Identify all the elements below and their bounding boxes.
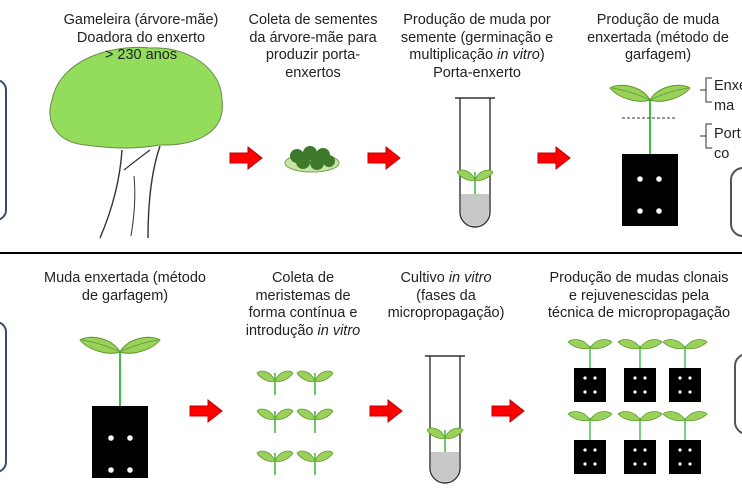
right-panel-edge-top xyxy=(730,167,742,237)
right-panel-edge-bottom xyxy=(734,354,742,434)
step2-label: Coleta de sementes da árvore-mãe para pr… xyxy=(248,12,378,81)
shoot-cluster xyxy=(256,370,334,476)
row2-step4-label: Produção de mudas clonais e rejuvenescid… xyxy=(547,270,731,321)
arrow-right-icon xyxy=(367,146,401,170)
arrow-right-icon xyxy=(189,399,223,423)
tree-illustration xyxy=(49,46,223,239)
clonal-seedlings xyxy=(567,338,708,475)
row2-step3-label: Cultivo in vitro (fases da micropropagaç… xyxy=(387,270,505,321)
arrow-right-icon xyxy=(369,399,403,423)
scion-bracket xyxy=(700,77,712,103)
arrow-right-icon xyxy=(537,146,571,170)
rootstock-label: Port co xyxy=(714,126,741,162)
test-tube xyxy=(455,97,495,228)
step4-label: Produção de muda enxertada (método de ga… xyxy=(587,12,729,63)
grafted-seedling xyxy=(609,77,712,226)
test-tube xyxy=(425,355,465,484)
arrow-right-icon xyxy=(229,146,263,170)
step3-label: Produção de muda por semente (germinação… xyxy=(400,12,554,81)
grafted-seedling xyxy=(79,336,161,478)
rootstock-bracket xyxy=(700,123,712,149)
row2-step2-label: Coleta de meristemas de forma contínua e… xyxy=(245,270,361,339)
step1-label: Gameleira (árvore-mãe) Doadora do enxert… xyxy=(63,12,219,63)
row2-step1-label: Muda enxertada (método de garfagem) xyxy=(43,270,206,304)
seed-dish xyxy=(284,146,340,173)
scion-label: Enxe ma xyxy=(714,78,742,114)
arrow-right-icon xyxy=(491,399,525,423)
left-panel-edge-top xyxy=(0,79,7,221)
left-panel-edge-bottom xyxy=(0,321,7,473)
